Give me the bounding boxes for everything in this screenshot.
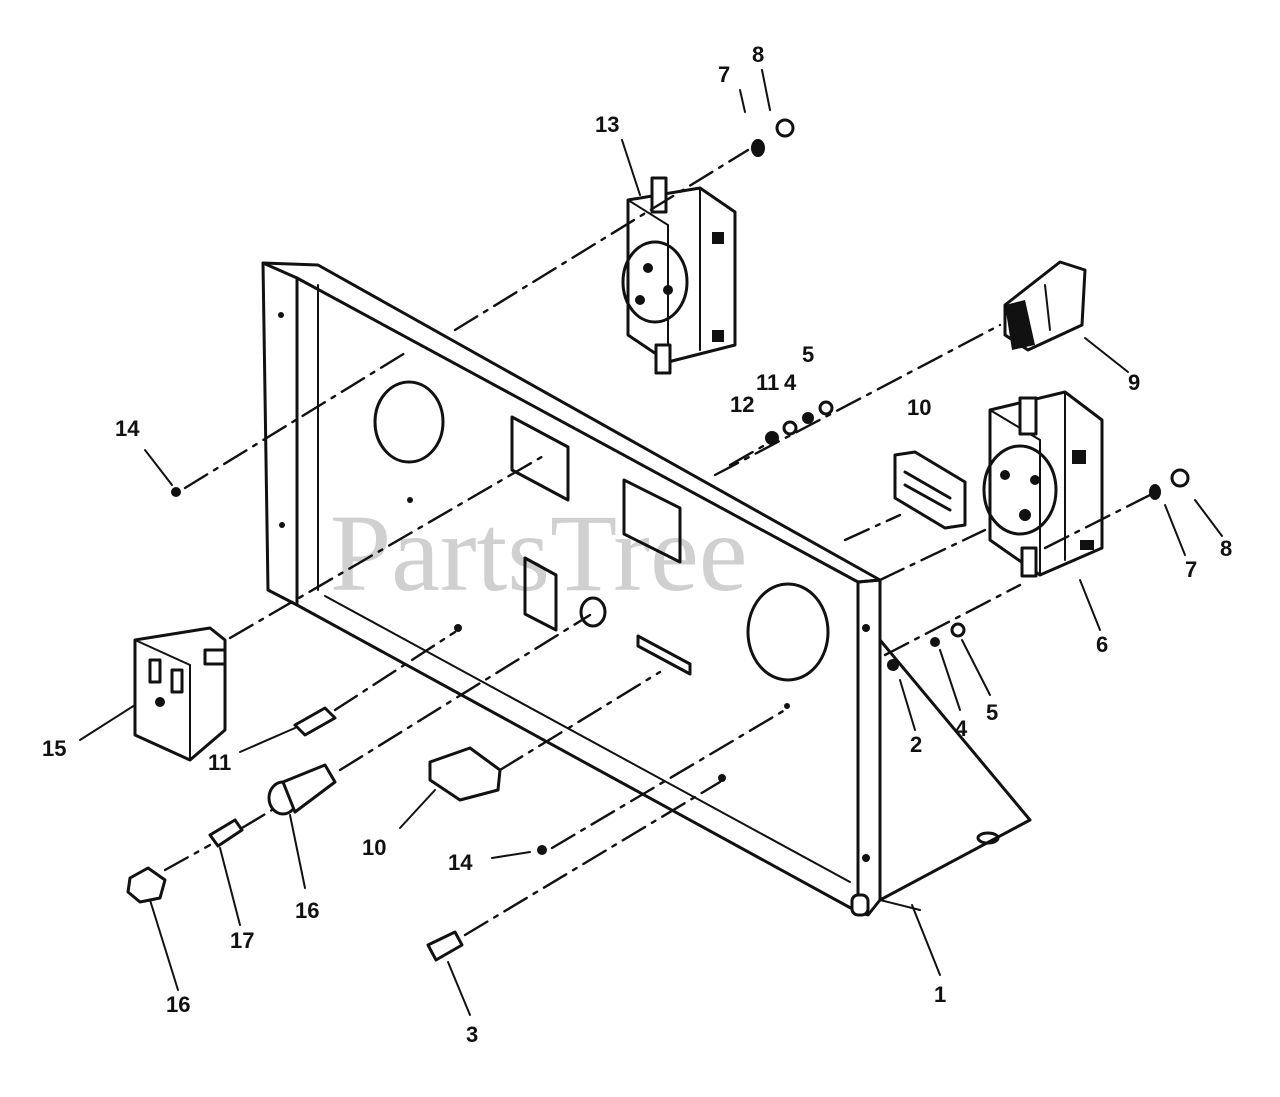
callout-label: 6 <box>1096 632 1108 657</box>
callout-label: 15 <box>42 736 66 761</box>
callout-label: 11 <box>208 750 231 775</box>
callout-label: 14 <box>448 850 473 875</box>
callout-label: 16 <box>295 898 319 923</box>
callout-label: 3 <box>466 1022 478 1047</box>
callout-label: 5 <box>986 700 998 725</box>
outlet-6 <box>982 390 1104 578</box>
callout-label: 7 <box>718 62 730 87</box>
callout-label: 2 <box>910 732 922 757</box>
callout-label: 17 <box>230 928 254 953</box>
callout-label: 5 <box>802 342 814 367</box>
leader-lines <box>79 69 1223 1016</box>
callout-label: 8 <box>752 42 764 67</box>
callout-label: 1 <box>934 982 946 1007</box>
callouts: 1 2 3 4 4 5 5 6 7 7 8 8 9 10 10 11 11 12… <box>42 42 1232 1047</box>
callout-label: 12 <box>730 392 754 417</box>
callout-label: 10 <box>362 835 386 860</box>
callout-label: 4 <box>784 370 797 395</box>
callout-label: 11 <box>756 370 779 395</box>
callout-label: 14 <box>115 416 140 441</box>
outlet-13 <box>621 176 737 375</box>
small-hardware <box>126 118 1190 962</box>
bracket-10-right <box>893 450 967 530</box>
watermark-text: PartsTree <box>330 492 748 614</box>
assembly-lines <box>163 148 1152 937</box>
callout-label: 4 <box>955 716 968 741</box>
callout-label: 16 <box>166 992 190 1017</box>
switch-9 <box>1003 260 1087 352</box>
control-panel <box>261 261 1032 917</box>
callout-label: 13 <box>595 112 619 137</box>
callout-label: 9 <box>1128 370 1140 395</box>
callout-label: 10 <box>907 395 931 420</box>
callout-label: 8 <box>1220 536 1232 561</box>
outlet-15 <box>133 626 227 762</box>
callout-label: 7 <box>1185 557 1197 582</box>
